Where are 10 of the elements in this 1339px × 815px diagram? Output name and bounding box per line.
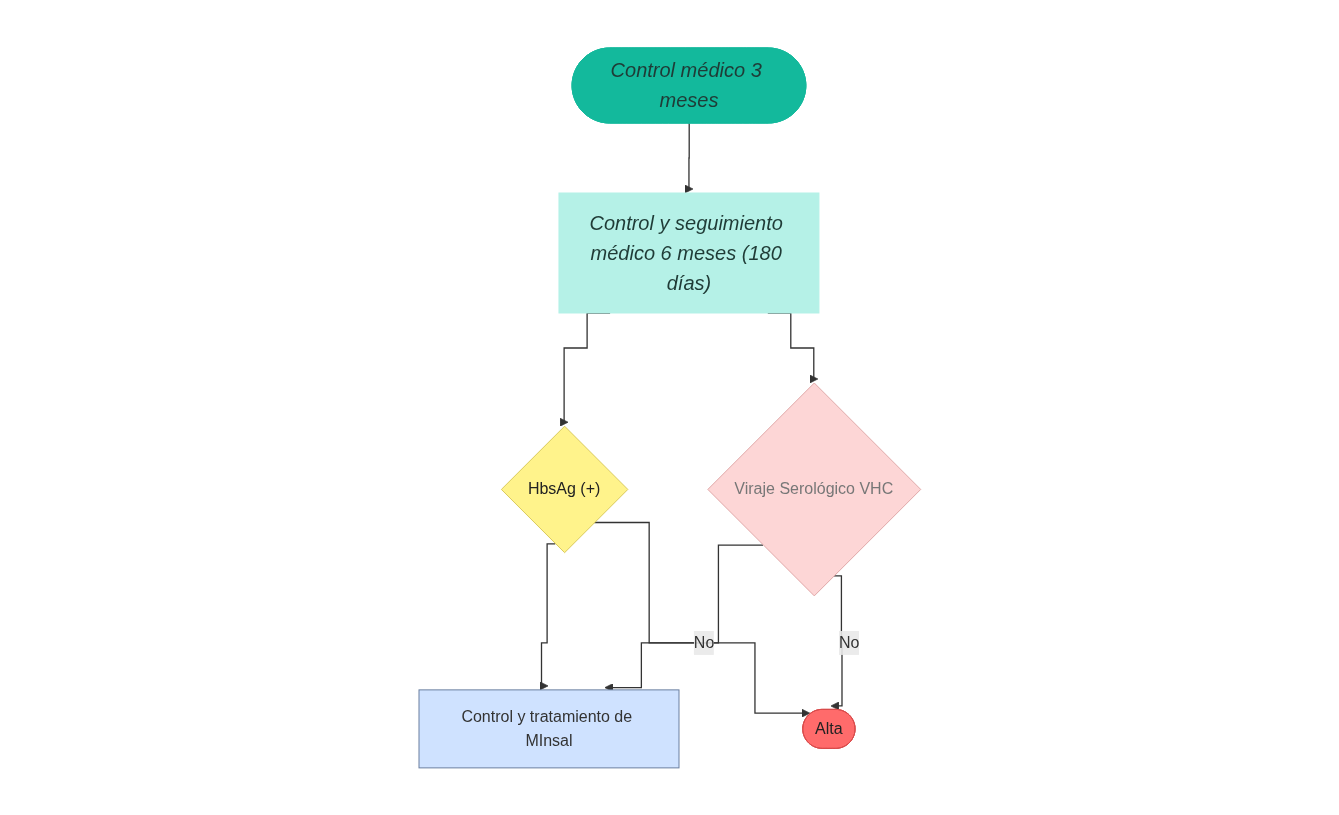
edge-label: No [693, 633, 714, 651]
arrow [830, 574, 843, 710]
arrow [684, 122, 693, 193]
arrow [593, 521, 810, 718]
arrow [539, 542, 556, 690]
node-box: Control y seguimiento médico 6 meses (180 días) [558, 192, 820, 314]
edge-label: No [838, 633, 859, 651]
node-diamond: HbsAg (+) [500, 425, 628, 553]
node-diamond: Viraje Serológico VHC [706, 382, 921, 596]
node-box: Control y tratamiento de MInsal [418, 688, 680, 768]
